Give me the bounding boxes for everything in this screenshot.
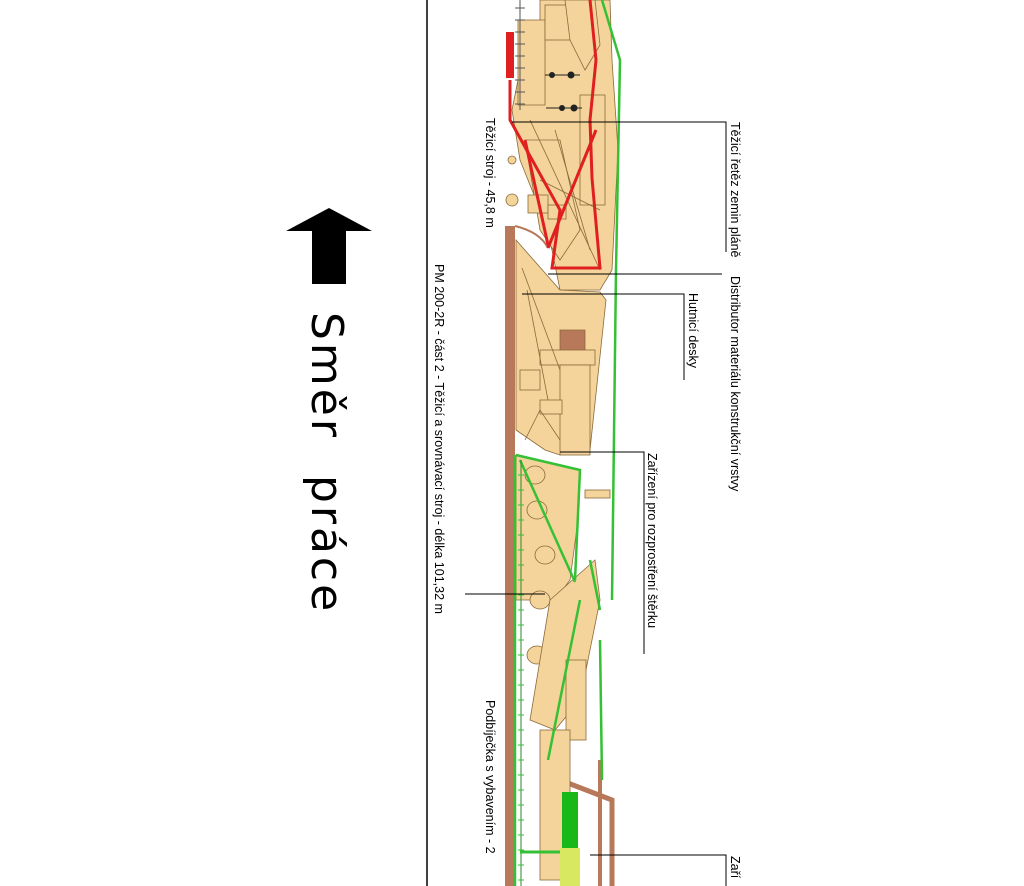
sensor-symbols <box>545 71 582 112</box>
green-block <box>562 792 578 848</box>
leader-lines <box>465 121 727 886</box>
callout-distributor: Distributor materiálu konstrukční vrstvy <box>728 276 742 492</box>
machine-title: PM 200-2R - část 2 - Těžicí a srovnávací… <box>432 264 446 614</box>
leader-bottom <box>590 854 727 886</box>
excavator-label: Těžicí stroj - 45,8 m <box>483 118 497 228</box>
callout-plates: Hutnicí desky <box>686 293 700 369</box>
leader-spreader <box>560 451 645 654</box>
track-ties-bottom <box>518 460 524 886</box>
callout-bottom: Zaří <box>728 856 742 879</box>
red-chain-line <box>506 0 602 270</box>
green-line-top <box>600 0 622 601</box>
green-line-spreader <box>513 453 604 886</box>
arrow-up-icon <box>286 208 372 284</box>
tamper-label: Podbíječka s vybavením - 2 <box>483 700 497 854</box>
callout-chain: Těžicí řetěz zemin pláně <box>728 122 742 258</box>
track-ties-top <box>515 0 525 110</box>
yellow-green-block <box>560 848 580 886</box>
leader-plates <box>522 293 685 380</box>
direction-label: Směr práce <box>301 312 352 615</box>
callout-spreader: Zařízení pro rozprostření štěrku <box>645 453 659 629</box>
leader-chain <box>512 121 727 252</box>
